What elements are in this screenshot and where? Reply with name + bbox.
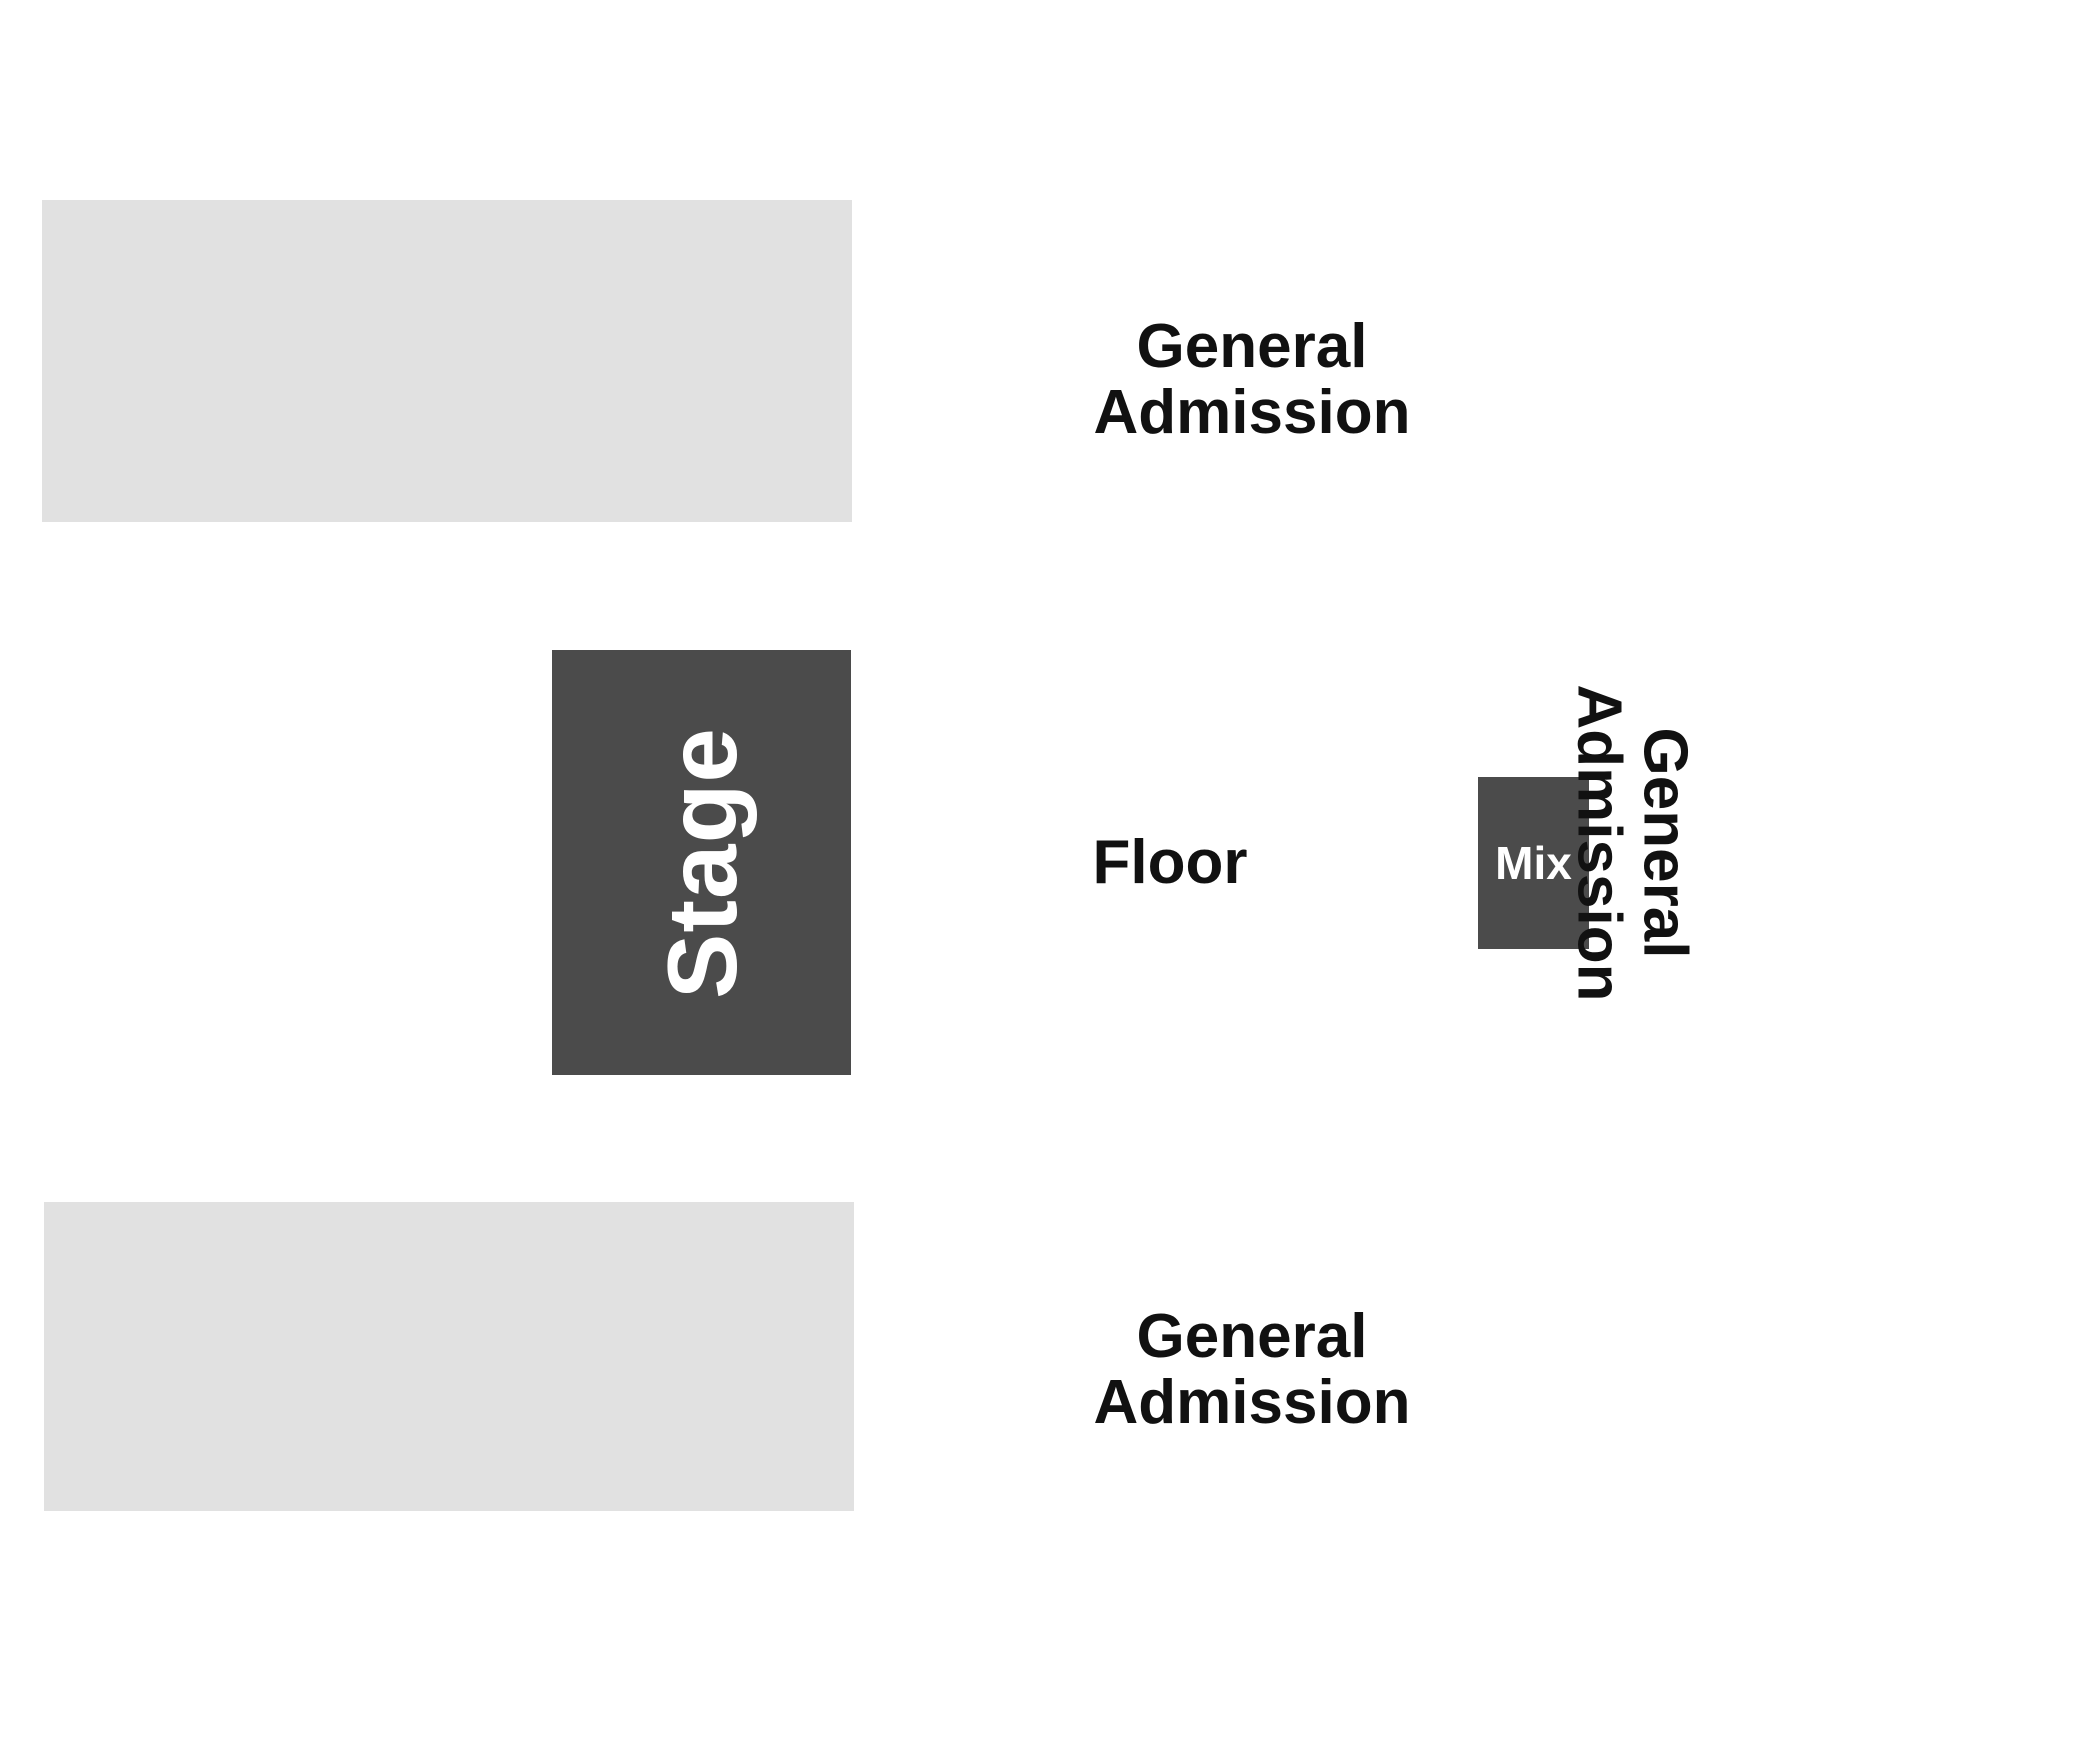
mix-section[interactable]: Mix bbox=[1478, 777, 1589, 949]
floor-section[interactable]: Floor bbox=[1070, 830, 1270, 896]
general-admission-bottom-line2: Admission bbox=[1093, 1367, 1411, 1437]
general-admission-right-line2: Admission bbox=[1565, 684, 1634, 1002]
bottom-left-area bbox=[44, 1202, 854, 1511]
general-admission-bottom-line1: General bbox=[1136, 1302, 1368, 1371]
general-admission-top-line1: General bbox=[1136, 312, 1368, 381]
general-admission-right-line1: General bbox=[1630, 727, 1700, 959]
stage-section[interactable]: Stage bbox=[552, 650, 851, 1075]
general-admission-bottom-section[interactable]: General Admission bbox=[1052, 1304, 1452, 1435]
general-admission-top-line2: Admission bbox=[1093, 377, 1411, 447]
top-left-area bbox=[42, 200, 852, 522]
mix-label: Mix bbox=[1495, 837, 1572, 889]
stage-label: Stage bbox=[646, 726, 757, 999]
general-admission-top-section[interactable]: General Admission bbox=[1052, 314, 1452, 445]
general-admission-right-section[interactable]: General Admission bbox=[1565, 643, 1700, 1043]
floor-label: Floor bbox=[1092, 828, 1248, 897]
